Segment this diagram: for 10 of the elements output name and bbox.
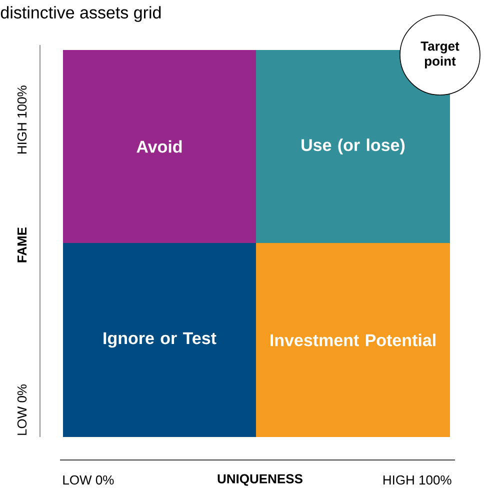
axis-label: HIGH 100%	[384, 475, 452, 485]
axis-label: HIGH 100%	[17, 86, 27, 154]
axis-label: LOW 0%	[17, 384, 27, 435]
axis-title: FAME	[18, 227, 26, 262]
axis-label: LOW 0%	[63, 475, 114, 485]
title: distinctive assets grid	[0, 6, 161, 22]
quadrant-box: Investment Potential	[256, 243, 450, 437]
axis-title: UNIQUENESS	[218, 474, 302, 486]
quadrant-box: Ignore or Test	[63, 243, 256, 437]
quadrant-box: Avoid	[63, 50, 256, 243]
